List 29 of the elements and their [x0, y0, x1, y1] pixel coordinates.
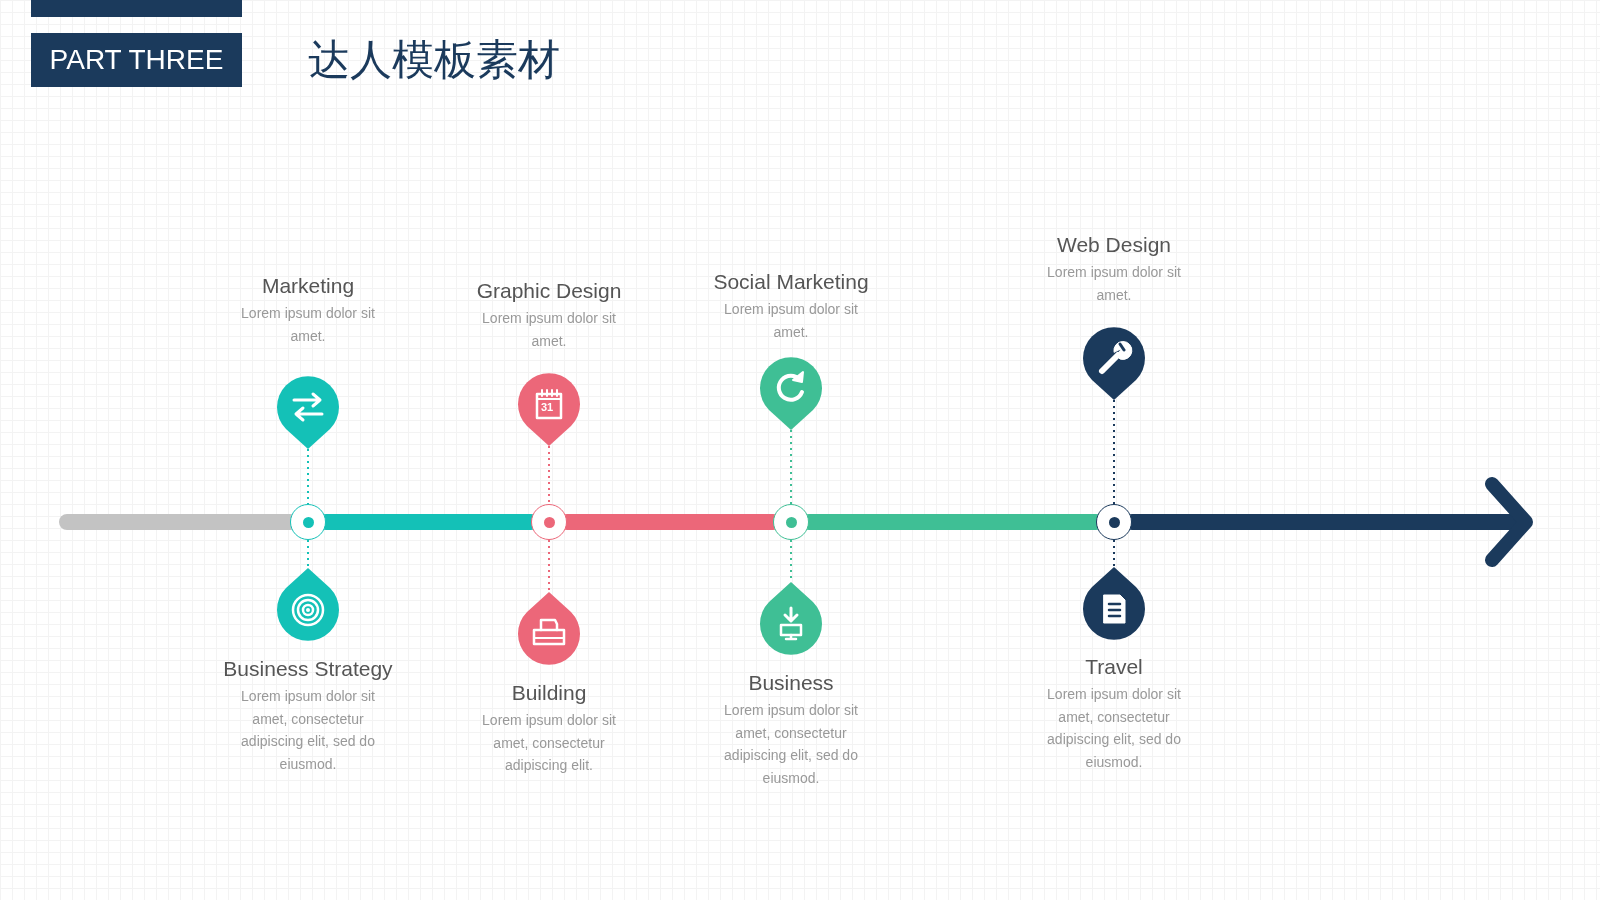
timeline-marker	[1096, 504, 1132, 540]
dotted-connector	[1113, 539, 1115, 568]
milestone-heading: Building	[510, 681, 588, 705]
title: 达人模板素材	[308, 35, 560, 85]
timeline-marker	[531, 504, 567, 540]
dotted-connector	[548, 445, 550, 505]
milestone-heading: Marketing	[260, 274, 356, 298]
timeline-marker	[773, 504, 809, 540]
milestone-description: Lorem ipsum dolor sit amet, consectetur adipiscing elit, sed do eiusmod.	[1046, 685, 1182, 772]
dotted-connector	[1113, 399, 1115, 505]
timeline-marker	[290, 504, 326, 540]
milestone-description: Lorem ipsum dolor sit amet, consectetur adipiscing elit, sed do eiusmod.	[723, 701, 859, 788]
milestone-description: Lorem ipsum dolor sit amet.	[1046, 263, 1182, 305]
milestone-heading: Graphic Design	[475, 279, 623, 303]
milestone-description: Lorem ipsum dolor sit amet, consectetur adipiscing elit.	[481, 711, 617, 775]
dotted-connector	[548, 539, 550, 593]
milestone-description: Lorem ipsum dolor sit amet.	[723, 300, 859, 342]
milestone-heading: Travel	[1084, 655, 1144, 679]
milestone-heading: Business Strategy	[222, 657, 394, 681]
milestone-description: Lorem ipsum dolor sit amet.	[240, 304, 376, 346]
milestone-heading: Web Design	[1056, 233, 1172, 257]
milestone-heading: Business	[747, 671, 835, 695]
milestone-description: Lorem ipsum dolor sit amet.	[481, 309, 617, 351]
part-label: PART THREE	[31, 33, 242, 87]
dotted-connector	[790, 429, 792, 505]
milestone-heading: Social Marketing	[712, 270, 870, 294]
dotted-connector	[307, 539, 309, 569]
milestone-description: Lorem ipsum dolor sit amet, consectetur adipiscing elit, sed do eiusmod.	[240, 687, 376, 774]
calendar-date: 31	[541, 401, 554, 413]
